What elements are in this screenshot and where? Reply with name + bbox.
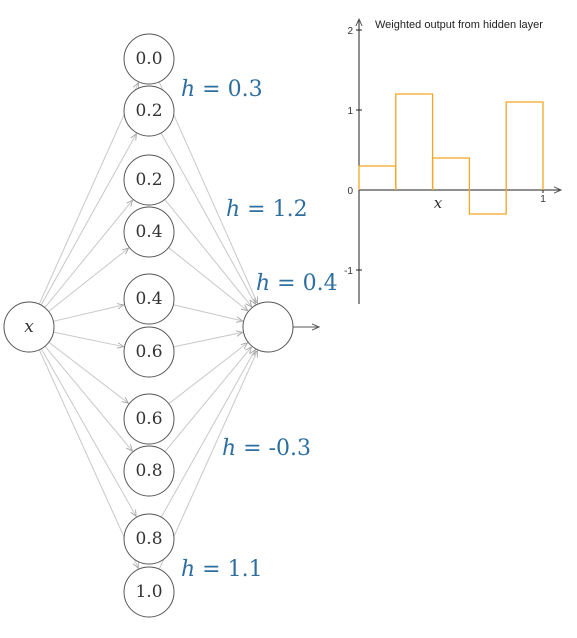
- chart-x-axis-label: x: [434, 194, 443, 212]
- step-bar-3: [431, 157, 471, 190]
- hidden-node-5: 0.4: [123, 273, 175, 325]
- edge-input-to-hidden-10: [38, 349, 139, 569]
- weight-label-4: h = -0.3: [222, 436, 311, 461]
- network-nodes: x 0.0 0.2 0.2 0.4 0.4 0.6 0.6 0.8 0.8 1.0: [3, 33, 294, 618]
- hidden-node-label: 0.4: [135, 222, 162, 242]
- edge-input-to-hidden-9: [40, 348, 136, 517]
- edge-hidden-9-to-output: [160, 350, 255, 518]
- weight-label-3: h = 0.4: [256, 271, 338, 296]
- output-node: [242, 301, 294, 353]
- weight-label-2: h = 1.2: [226, 197, 308, 222]
- chart-axes: [359, 19, 561, 304]
- chart-ticks: 2 1 0 -1 1: [344, 26, 546, 277]
- edge-hidden-3-to-output: [164, 199, 252, 306]
- edge-hidden-4-to-output: [168, 247, 248, 311]
- edge-hidden-2-to-output: [160, 132, 255, 304]
- hidden-node-label: 1.0: [135, 582, 162, 602]
- edge-input-to-hidden-2: [40, 134, 136, 306]
- edge-input-to-hidden-7: [48, 341, 129, 403]
- hidden-node-4: 0.4: [123, 206, 175, 258]
- weight-label-5: h = 1.1: [181, 557, 263, 582]
- step-bar-4: [468, 190, 507, 215]
- hidden-node-9: 0.8: [123, 513, 175, 565]
- chart-series: [358, 93, 544, 215]
- hidden-node-label: 0.8: [135, 529, 162, 549]
- y-tick-label: -1: [344, 266, 353, 277]
- hidden-node-label: 0.0: [135, 49, 162, 69]
- edge-hidden-5-to-output: [173, 304, 242, 321]
- hidden-node-10: 1.0: [123, 566, 175, 618]
- step-function-chart: Weighted output from hidden layer 2 1 0 -1 1…: [344, 19, 561, 304]
- edge-input-to-hidden-4: [48, 248, 129, 312]
- step-bar-5: [505, 101, 544, 190]
- hidden-node-8: 0.8: [123, 445, 175, 497]
- input-node: x: [3, 301, 55, 353]
- step-bar-1: [358, 165, 397, 190]
- y-tick-label: 0: [347, 186, 353, 197]
- hidden-node-2: 0.2: [123, 85, 175, 137]
- hidden-node-label: 0.2: [135, 101, 162, 121]
- y-tick-label: 2: [347, 26, 353, 37]
- edge-hidden-8-to-output: [164, 347, 252, 453]
- hidden-node-3: 0.2: [123, 154, 175, 206]
- hidden-node-label: 0.6: [135, 342, 162, 362]
- hidden-node-7: 0.6: [123, 393, 175, 445]
- hidden-node-6: 0.6: [123, 326, 175, 378]
- hidden-node-1: 0.0: [123, 33, 175, 85]
- hidden-node-label: 0.6: [135, 409, 162, 429]
- edge-hidden-7-to-output: [168, 343, 248, 405]
- edge-input-to-hidden-1: [38, 83, 139, 305]
- hidden-node-label: 0.4: [135, 289, 162, 309]
- chart-title: Weighted output from hidden layer: [375, 19, 543, 31]
- edge-input-to-hidden-3: [44, 200, 133, 308]
- input-node-label: x: [24, 317, 34, 337]
- weight-labels: h = 0.3 h = 1.2 h = 0.4 h = -0.3 h = 1.1: [181, 77, 338, 582]
- edge-hidden-10-to-output: [158, 351, 258, 570]
- step-bar-2: [395, 93, 434, 190]
- edge-input-to-hidden-5: [53, 305, 123, 322]
- hidden-node-label: 0.2: [135, 170, 162, 190]
- weight-label-1: h = 0.3: [181, 77, 263, 102]
- edge-hidden-6-to-output: [173, 332, 242, 348]
- edge-hidden-1-to-output: [158, 81, 258, 303]
- edge-input-to-hidden-8: [44, 345, 132, 451]
- hidden-node-label: 0.8: [135, 461, 162, 481]
- y-tick-label: 1: [347, 106, 353, 117]
- edge-input-to-hidden-6: [53, 331, 123, 347]
- network-edges: [38, 81, 319, 570]
- x-tick-label: 1: [540, 194, 546, 205]
